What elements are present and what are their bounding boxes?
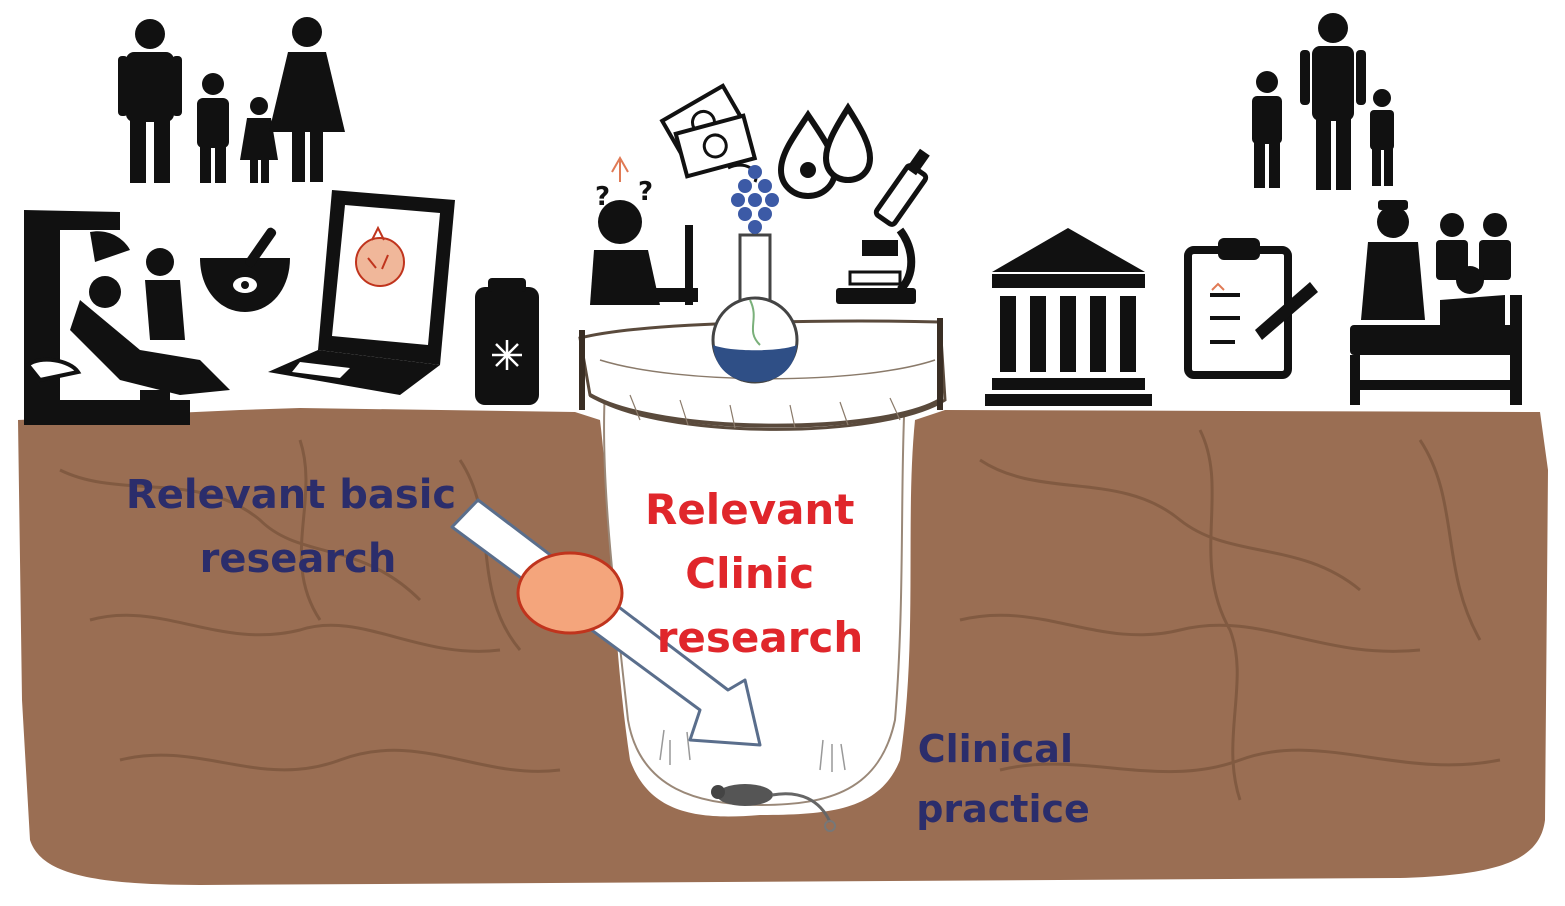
- clinical-practice-label: Clinical practice: [916, 727, 1090, 831]
- clipboard-icon: [1184, 238, 1318, 379]
- clinical-practice-line-2: practice: [916, 787, 1090, 831]
- svg-text:?: ?: [638, 177, 653, 207]
- soil-cracks: [59, 429, 1501, 801]
- flask-icon: [711, 233, 799, 384]
- obstacle-stone: [516, 551, 624, 635]
- money-icon: [659, 83, 758, 183]
- svg-text:?: ?: [595, 182, 610, 212]
- research-pit: [578, 318, 947, 807]
- basic-research-line-1: Relevant basic: [126, 472, 456, 518]
- laptop-icon: [268, 190, 455, 395]
- family-icon: [118, 17, 345, 183]
- grapes-icon: [731, 165, 779, 234]
- rat-icon: [711, 784, 836, 832]
- clinical-practice-line-1: Clinical: [918, 727, 1073, 771]
- soil-body: [18, 408, 1548, 885]
- parent-children-icon: [1252, 13, 1394, 190]
- clinic-research-line-1: Relevant: [645, 485, 854, 534]
- basic-research-label: Relevant basic research: [126, 472, 470, 582]
- institution-icon: [985, 228, 1152, 406]
- soil-ground: [18, 408, 1548, 885]
- clinic-research-label: Relevant Clinic research: [645, 485, 869, 662]
- clinic-research-line-3: research: [657, 613, 864, 662]
- drops-icon: [777, 102, 874, 200]
- doctors-patient-icon: [1350, 200, 1522, 405]
- microscope-icon: [836, 148, 930, 304]
- thinking-researcher-icon: ? ?: [590, 155, 698, 305]
- freezer-box-icon: [475, 278, 539, 405]
- mortar-pestle-icon: [200, 227, 290, 312]
- clinic-research-line-2: Clinic: [685, 549, 814, 598]
- dental-chair-icon: [24, 210, 230, 425]
- basic-research-line-2: research: [200, 536, 397, 582]
